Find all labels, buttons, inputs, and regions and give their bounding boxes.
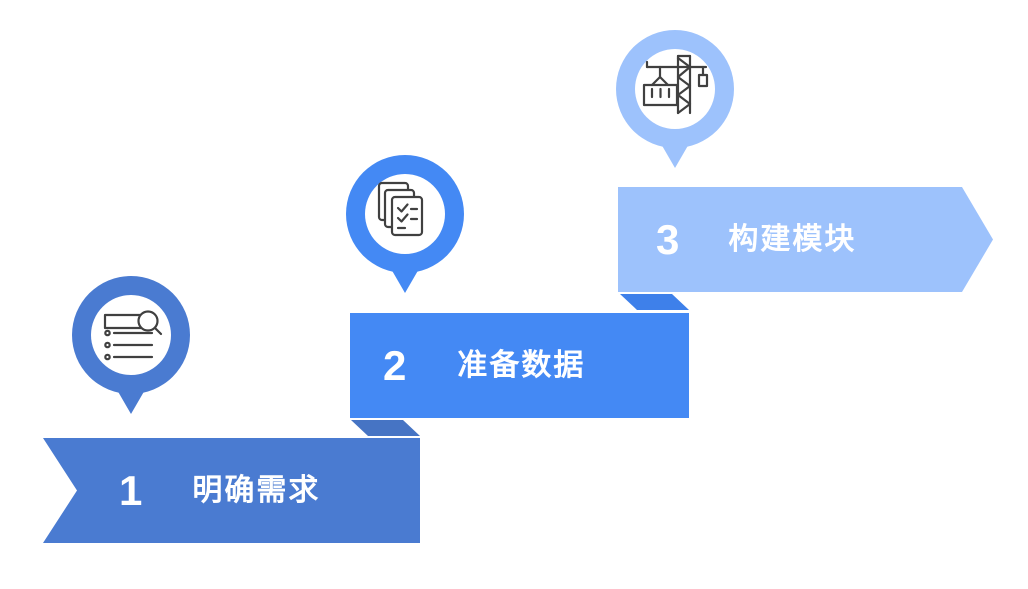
- step-pin-3: [616, 30, 734, 168]
- step-banner-2: 2 准备数据: [350, 313, 689, 418]
- step-pin-1: [72, 276, 190, 414]
- step-banner-3: 3 构建模块: [618, 187, 993, 292]
- ribbon-fold-step3-step2: [620, 294, 689, 310]
- step-label-3: 构建模块: [728, 222, 857, 256]
- tower-crane-icon: [642, 54, 709, 115]
- step-number-3: 3: [656, 215, 680, 263]
- step-number-1: 1: [119, 466, 143, 514]
- checklist-pages-icon: [377, 181, 424, 237]
- step-banner-1: 1 明确需求: [43, 438, 420, 543]
- pin-inner-disc: [635, 49, 715, 129]
- list-search-icon: [103, 310, 163, 361]
- step-number-2: 2: [383, 341, 407, 389]
- step-pin-2: [346, 155, 464, 293]
- step-label-2: 准备数据: [457, 348, 586, 382]
- step-label-1: 明确需求: [192, 473, 321, 507]
- pin-inner-disc: [91, 295, 171, 375]
- ribbon-fold-step2-step1: [351, 420, 420, 436]
